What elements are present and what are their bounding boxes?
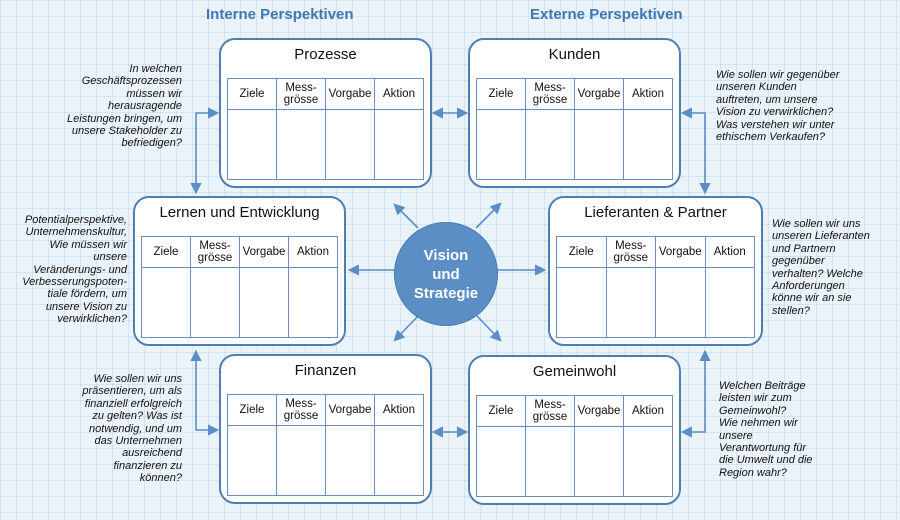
col-aktion: Aktion	[624, 79, 672, 179]
col-head-ziele: Ziele	[477, 396, 525, 427]
box-kunden-title: Kunden	[548, 46, 601, 63]
col-aktion: Aktion	[375, 395, 423, 495]
col-head-vorgabe: Vorgabe	[326, 79, 374, 110]
col-head-messgroesse: Mess- grösse	[526, 79, 574, 110]
arrow-lernen-finanzen	[190, 349, 220, 436]
col-messgroesse: Mess- grösse	[526, 79, 575, 179]
question-prozesse: In welchen Geschäftsprozessen müssen wir…	[67, 63, 182, 150]
col-head-ziele: Ziele	[557, 237, 606, 268]
arrow-lernen-prozesse	[190, 107, 220, 195]
col-head-vorgabe: Vorgabe	[326, 395, 374, 426]
box-prozesse-title: Prozesse	[294, 46, 357, 63]
box-lernen-table: Ziele Mess- grösse Vorgabe Aktion	[141, 236, 338, 338]
col-vorgabe: Vorgabe	[326, 79, 375, 179]
question-kunden: Wie sollen wir gegenüber unseren Kunden …	[716, 69, 840, 144]
arrow-gemeinwohl-lieferanten	[680, 349, 711, 438]
heading-internal: Interne Perspektiven	[206, 6, 354, 23]
col-head-aktion: Aktion	[375, 79, 423, 110]
question-gemeinwohl: Welchen Beiträge leisten wir zum Gemeinw…	[719, 380, 813, 479]
col-ziele: Ziele	[228, 395, 277, 495]
box-finanzen-table: Ziele Mess- grösse Vorgabe Aktion	[227, 394, 424, 496]
col-ziele: Ziele	[477, 396, 526, 496]
col-aktion: Aktion	[375, 79, 423, 179]
col-head-vorgabe: Vorgabe	[575, 79, 623, 110]
box-lieferanten: Lieferanten & Partner Ziele Mess- grösse…	[548, 196, 763, 346]
col-head-messgroesse: Mess- grösse	[526, 396, 574, 427]
col-head-aktion: Aktion	[705, 237, 754, 268]
arrow-center-finanzen	[393, 315, 419, 342]
col-head-ziele: Ziele	[142, 237, 190, 268]
col-messgroesse: Mess- grösse	[606, 237, 656, 337]
question-lernen: Potentialperspektive, Unternehmenskultur…	[22, 214, 127, 326]
col-messgroesse: Mess- grösse	[277, 395, 326, 495]
col-messgroesse: Mess- grösse	[191, 237, 240, 337]
col-ziele: Ziele	[228, 79, 277, 179]
col-head-messgroesse: Mess- grösse	[277, 395, 325, 426]
col-aktion: Aktion	[705, 237, 754, 337]
arrow-center-kunden	[475, 202, 502, 229]
col-head-messgroesse: Mess- grösse	[277, 79, 325, 110]
box-lernen: Lernen und Entwicklung Ziele Mess- gröss…	[133, 196, 346, 346]
box-prozesse: Prozesse Ziele Mess- grösse Vorgabe Akti…	[219, 38, 432, 188]
box-gemeinwohl-title: Gemeinwohl	[532, 363, 617, 380]
box-gemeinwohl: Gemeinwohl Ziele Mess- grösse Vorgabe Ak…	[468, 355, 681, 505]
col-ziele: Ziele	[477, 79, 526, 179]
heading-external: Externe Perspektiven	[530, 6, 683, 23]
box-lieferanten-table: Ziele Mess- grösse Vorgabe Aktion	[556, 236, 755, 338]
col-head-messgroesse: Mess- grösse	[606, 237, 655, 268]
box-kunden: Kunden Ziele Mess- grösse Vorgabe Aktion	[468, 38, 681, 188]
arrow-center-prozesse	[393, 203, 419, 229]
col-vorgabe: Vorgabe	[326, 395, 375, 495]
col-head-aktion: Aktion	[624, 396, 672, 427]
box-finanzen-title: Finanzen	[294, 362, 357, 379]
col-head-vorgabe: Vorgabe	[575, 396, 623, 427]
box-finanzen: Finanzen Ziele Mess- grösse Vorgabe Akti…	[219, 354, 432, 504]
col-head-vorgabe: Vorgabe	[240, 237, 288, 268]
col-head-ziele: Ziele	[228, 79, 276, 110]
box-gemeinwohl-table: Ziele Mess- grösse Vorgabe Aktion	[476, 395, 673, 497]
question-finanzen: Wie sollen wir uns präsentieren, um als …	[82, 373, 182, 485]
vision-strategie-circle: Vision und Strategie	[394, 222, 498, 326]
question-lieferanten: Wie sollen wir uns unseren Lieferanten u…	[772, 218, 870, 317]
col-ziele: Ziele	[557, 237, 607, 337]
col-vorgabe: Vorgabe	[656, 237, 706, 337]
col-head-aktion: Aktion	[624, 79, 672, 110]
col-head-aktion: Aktion	[375, 395, 423, 426]
col-vorgabe: Vorgabe	[575, 396, 624, 496]
col-aktion: Aktion	[289, 237, 337, 337]
col-vorgabe: Vorgabe	[240, 237, 289, 337]
arrow-center-gemeinwohl	[476, 315, 502, 342]
arrow-kunden-lieferanten	[680, 107, 711, 195]
col-head-messgroesse: Mess- grösse	[191, 237, 239, 268]
col-head-ziele: Ziele	[228, 395, 276, 426]
box-prozesse-table: Ziele Mess- grösse Vorgabe Aktion	[227, 78, 424, 180]
col-vorgabe: Vorgabe	[575, 79, 624, 179]
col-messgroesse: Mess- grösse	[277, 79, 326, 179]
col-head-ziele: Ziele	[477, 79, 525, 110]
col-ziele: Ziele	[142, 237, 191, 337]
col-head-aktion: Aktion	[289, 237, 337, 268]
col-head-vorgabe: Vorgabe	[656, 237, 705, 268]
box-lieferanten-title: Lieferanten & Partner	[584, 204, 727, 221]
col-messgroesse: Mess- grösse	[526, 396, 575, 496]
box-lernen-title: Lernen und Entwicklung	[159, 204, 320, 221]
col-aktion: Aktion	[624, 396, 672, 496]
box-kunden-table: Ziele Mess- grösse Vorgabe Aktion	[476, 78, 673, 180]
